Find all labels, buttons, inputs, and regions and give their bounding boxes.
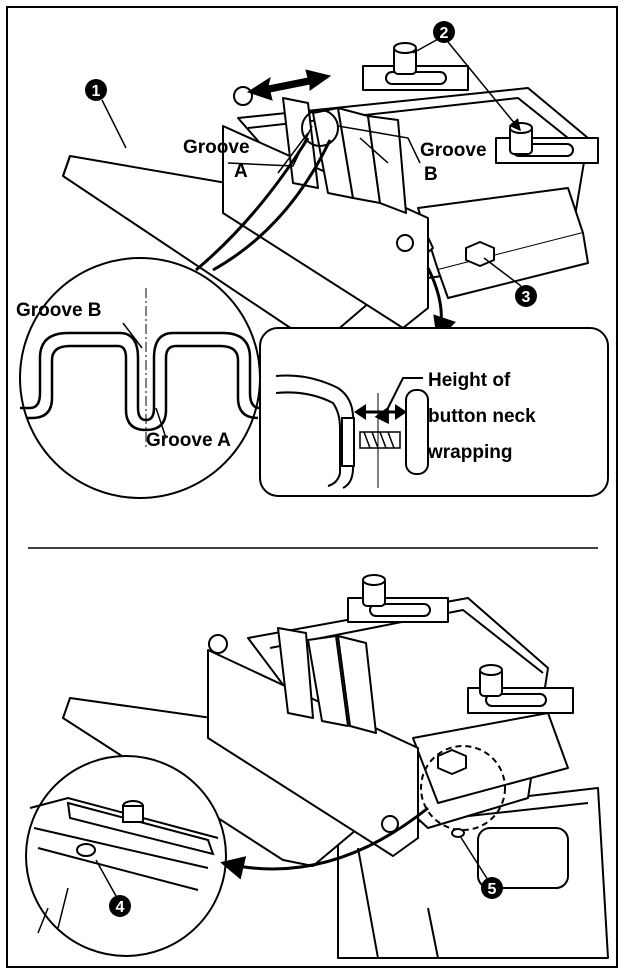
groove-b-letter: B: [424, 164, 438, 185]
height-label-line1: Height of: [428, 370, 511, 391]
height-label-line2: button neck: [428, 406, 536, 427]
diagram-canvas: Groove A Groove B Groove B Groove A Heig…: [16, 21, 609, 959]
groove-a-word: Groove: [183, 137, 250, 158]
svg-text:5: 5: [488, 881, 497, 898]
callout-2: 2: [433, 21, 455, 43]
bottom-leaders: [95, 835, 489, 897]
svg-text:4: 4: [116, 899, 125, 916]
groove-a-detail-label: Groove A: [146, 430, 231, 451]
bottom-pointer-arrow: [220, 806, 429, 880]
screw-detail-circle: [25, 755, 227, 957]
height-label-line3: wrapping: [427, 442, 512, 463]
groove-b-word: Groove: [420, 140, 487, 161]
callout-5: 5: [481, 877, 503, 899]
groove-a-letter: A: [234, 161, 248, 182]
zoom-lines: [195, 137, 332, 272]
bottom-illustration: [62, 574, 609, 959]
label-leaders: [101, 37, 522, 439]
svg-text:2: 2: [440, 25, 449, 42]
svg-text:1: 1: [92, 83, 101, 100]
callout-4: 4: [109, 895, 131, 917]
callout-3: 3: [515, 285, 537, 307]
groove-b-detail-label: Groove B: [16, 300, 102, 321]
figure-frame: Groove A Groove B Groove B Groove A Heig…: [6, 6, 618, 968]
groove-detail-circle: [19, 257, 261, 499]
callout-1: 1: [85, 79, 107, 101]
travel-arrow: [246, 69, 332, 101]
svg-text:3: 3: [522, 289, 531, 306]
neck-height-inset: [259, 327, 609, 497]
